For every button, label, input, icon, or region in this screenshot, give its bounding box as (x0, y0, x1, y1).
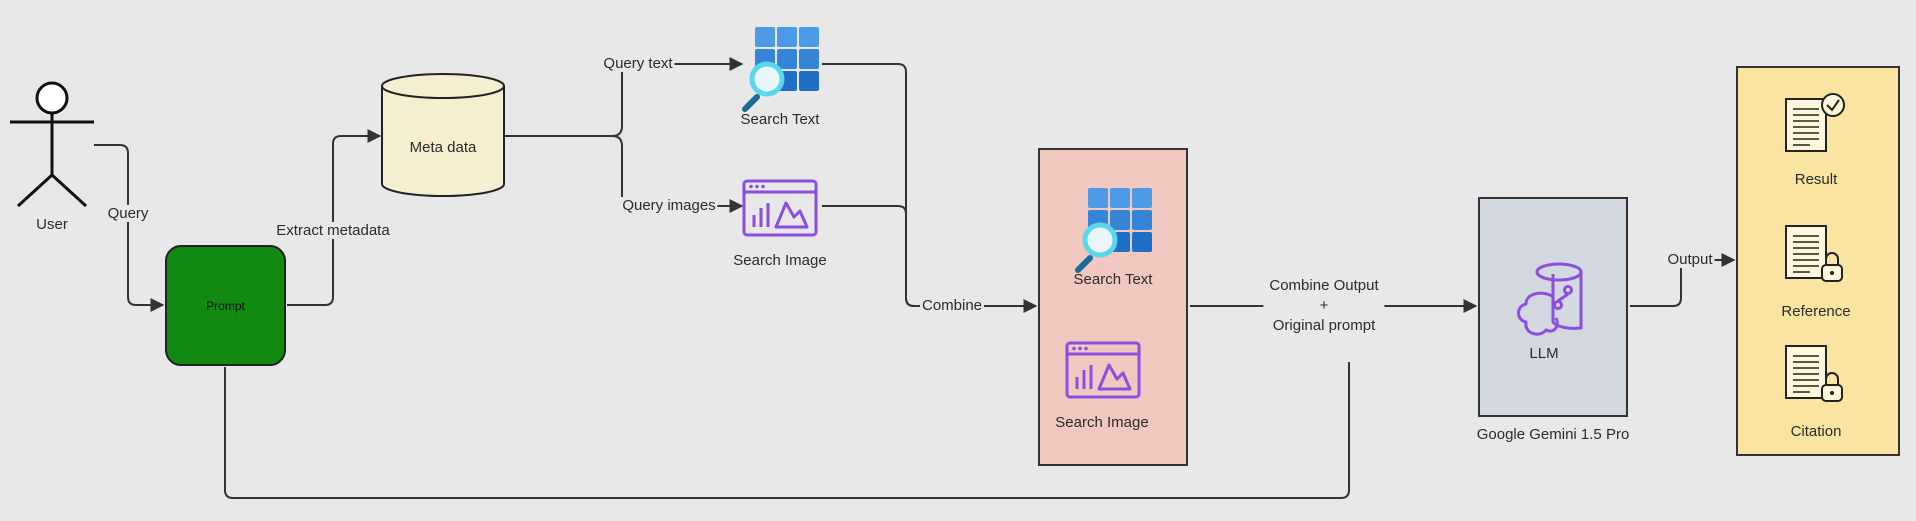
edge-label-output: Output (1665, 251, 1715, 268)
reference-label: Reference (1781, 303, 1851, 320)
edge-prompt-to-original (224, 362, 1350, 499)
prompt-label: Prompt (206, 298, 245, 313)
search-text-label: Search Text (740, 111, 820, 128)
metadata-label: Meta data (409, 139, 477, 156)
edge-prompt-to-metadata (287, 129, 382, 306)
edge-label-query-text: Query text (601, 55, 675, 72)
metadata-cylinder (381, 73, 505, 197)
llm-caption: Google Gemini 1.5 Pro (1476, 426, 1630, 443)
llm-label: LLM (1529, 345, 1559, 362)
user-label: User (36, 216, 68, 233)
combined-search-text-label: Search Text (1073, 271, 1153, 288)
edge-label-extract-metadata: Extract metadata (274, 222, 392, 239)
edge-metadata-to-image (611, 135, 744, 213)
combine-output-note: Combine Output + Original prompt (1263, 276, 1385, 336)
search-image-icon (742, 179, 818, 237)
citation-label: Citation (1790, 423, 1842, 440)
combine-output-line1: Combine Output (1269, 277, 1379, 294)
edge-metadata-split (504, 57, 744, 137)
output-panel (1736, 66, 1900, 456)
combine-output-line2: + (1319, 297, 1329, 314)
search-text-icon (745, 27, 819, 109)
edge-search-text-to-combine (822, 63, 1038, 313)
edge-label-query: Query (105, 205, 151, 222)
result-label: Result (1794, 171, 1838, 188)
combine-output-line3: Original prompt (1272, 317, 1376, 334)
user-icon (10, 81, 94, 208)
llm-panel (1478, 197, 1628, 417)
edge-label-query-images: Query images (620, 197, 718, 214)
prompt-node: Prompt (165, 245, 286, 366)
edge-user-to-prompt (94, 144, 165, 312)
edge-label-combine: Combine (919, 297, 985, 314)
edge-search-image-to-combine (822, 205, 915, 307)
combined-search-image-label: Search Image (1055, 414, 1149, 431)
search-image-label: Search Image (733, 252, 827, 269)
